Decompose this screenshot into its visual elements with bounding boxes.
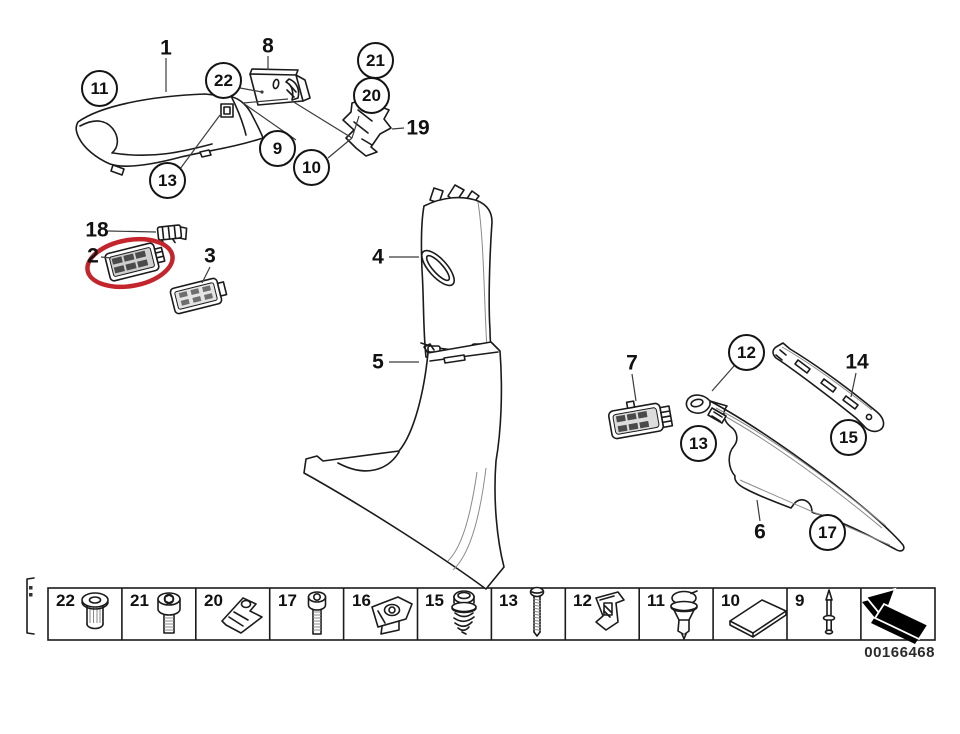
b-pillar-lower-trim-part5[interactable]: [303, 341, 505, 590]
highlight-ellipse: [85, 236, 175, 290]
pan-head-screw-icon[interactable]: [529, 586, 545, 637]
cell-label-22[interactable]: 22: [56, 591, 75, 610]
callout-circle-9[interactable]: 9: [259, 130, 296, 167]
part-label-5[interactable]: 5: [372, 350, 384, 374]
clip-part18[interactable]: [156, 224, 188, 245]
callout-circle-22[interactable]: 22: [205, 62, 242, 99]
callout-circle-15[interactable]: 15: [830, 419, 867, 456]
callout-circle-10[interactable]: 10: [293, 149, 330, 186]
callout-circle-11[interactable]: 11: [81, 70, 118, 107]
expanding-rivet-icon[interactable]: [670, 590, 698, 640]
b-pillar-upper-trim-part4[interactable]: [417, 184, 494, 361]
bracket-part8[interactable]: [249, 68, 311, 106]
cell-label-11[interactable]: 11: [647, 591, 665, 610]
a-pillar-trim-part1[interactable]: [75, 93, 264, 176]
part-label-8[interactable]: 8: [262, 34, 274, 58]
fastener-table-grid: [47, 587, 936, 641]
cell-label-20[interactable]: 20: [204, 591, 223, 610]
cell-label-21[interactable]: 21: [130, 591, 149, 610]
cell-label-16[interactable]: 16: [352, 591, 371, 610]
socket-head-bolt-icon[interactable]: [307, 591, 327, 635]
part-label-4[interactable]: 4: [372, 245, 384, 269]
part-label-7[interactable]: 7: [626, 351, 638, 375]
cell-label-12[interactable]: 12: [573, 591, 592, 610]
cropped-edge-bracket: [26, 577, 35, 635]
airbag-grille-part3[interactable]: [169, 276, 229, 315]
part-label-14[interactable]: 14: [845, 350, 869, 374]
socket-head-screw-icon[interactable]: [157, 592, 181, 634]
adhesive-pad-icon[interactable]: [729, 599, 787, 638]
part-label-6[interactable]: 6: [754, 520, 766, 544]
leader-lines: [100, 56, 857, 522]
part-label-2[interactable]: 2: [87, 244, 99, 268]
cell-label-9[interactable]: 9: [795, 591, 805, 610]
rivet-nut-icon[interactable]: [81, 592, 109, 630]
callout-circle-17[interactable]: 17: [809, 514, 846, 551]
callout-circle-13b[interactable]: 13: [680, 425, 717, 462]
airbag-grille-part2[interactable]: [104, 241, 166, 282]
mounting-rail-part14[interactable]: [772, 342, 885, 433]
cell-label-17[interactable]: 17: [278, 591, 297, 610]
cell-label-13[interactable]: 13: [499, 591, 518, 610]
washer-screw-spring-icon[interactable]: [451, 590, 477, 635]
document-number: 00166468: [864, 644, 935, 661]
callout-circle-12[interactable]: 12: [728, 334, 765, 371]
cage-nut-clip-icon[interactable]: [371, 596, 413, 635]
pin-rivet-icon[interactable]: [822, 589, 836, 635]
callout-circle-13a[interactable]: 13: [149, 162, 186, 199]
callout-circle-20[interactable]: 20: [353, 77, 390, 114]
part-label-19[interactable]: 19: [406, 116, 430, 140]
airbag-badge-part7[interactable]: [607, 395, 674, 440]
callout-circle-21[interactable]: 21: [357, 42, 394, 79]
c-pillar-trim-part6[interactable]: [685, 394, 905, 552]
metal-clip-icon[interactable]: [595, 591, 625, 631]
cell-label-15[interactable]: 15: [425, 591, 444, 610]
part-label-3[interactable]: 3: [204, 244, 216, 268]
cell-label-10[interactable]: 10: [721, 591, 740, 610]
spring-clip-icon[interactable]: [221, 597, 263, 634]
part-label-1[interactable]: 1: [160, 36, 172, 60]
part-label-18[interactable]: 18: [85, 218, 109, 242]
return-arrow-icon[interactable]: [862, 587, 930, 644]
